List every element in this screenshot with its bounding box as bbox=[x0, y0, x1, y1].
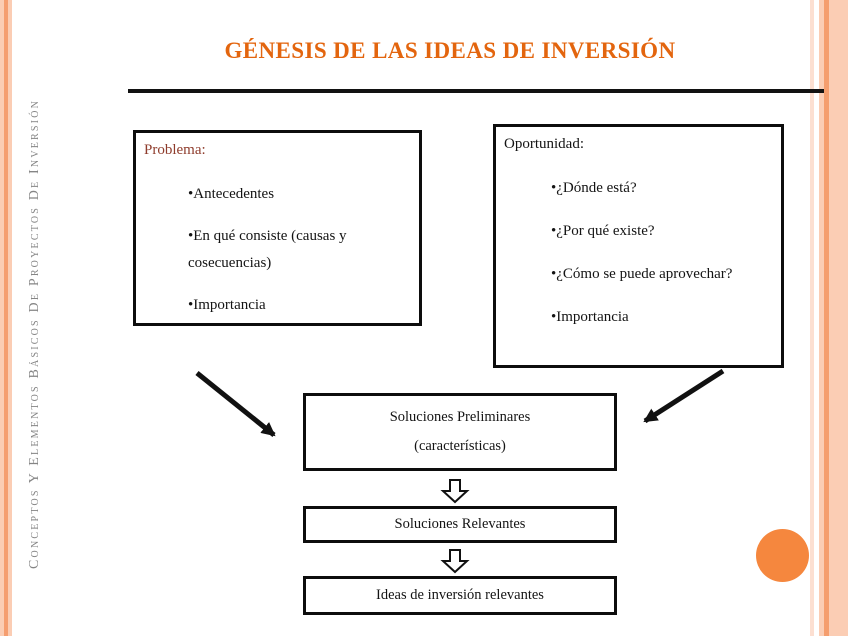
problema-box-label: Problema: bbox=[144, 142, 206, 158]
oportunidad-box: Oportunidad: •¿Dónde está? •¿Por qué exi… bbox=[493, 124, 784, 368]
right-edge-stripe-accent bbox=[824, 0, 829, 636]
slide-title: GÉNESIS DE LAS IDEAS DE INVERSIÓN bbox=[224, 38, 676, 63]
problema-box: Problema: •Antecedentes •En qué consiste… bbox=[133, 130, 422, 326]
oportunidad-bullet-list: •¿Dónde está? •¿Por qué existe? •¿Cómo s… bbox=[551, 175, 777, 347]
problema-bullet-list: •Antecedentes •En qué consiste (causas y… bbox=[188, 181, 413, 334]
problema-to-preliminares-arrow bbox=[195, 371, 276, 437]
soluciones-relevantes-box: Soluciones Relevantes bbox=[303, 506, 617, 543]
decorative-orange-circle bbox=[756, 529, 809, 582]
problema-bullet: •Antecedentes bbox=[188, 186, 275, 202]
oportunidad-bullet: •¿Por qué existe? bbox=[551, 223, 655, 239]
ideas-relevantes-box: Ideas de inversión relevantes bbox=[303, 576, 617, 615]
oportunidad-bullet: •Importancia bbox=[551, 309, 629, 325]
sidebar-vertical-caption: Conceptos Y Elementos Básicos De Proyect… bbox=[27, 98, 42, 569]
soluciones-preliminares-line2: (características) bbox=[414, 438, 506, 455]
title-underline-rule bbox=[128, 89, 824, 93]
oportunidad-bullet: •¿Dónde está? bbox=[551, 180, 637, 196]
problema-bullet: •En qué consiste (causas y cosecuencias) bbox=[188, 228, 347, 271]
left-edge-stripe-accent bbox=[4, 0, 8, 636]
right-edge-stripe-thin bbox=[810, 0, 814, 636]
right-edge-stripe-band bbox=[819, 0, 848, 636]
oportunidad-bullet: •¿Cómo se puede aprovechar? bbox=[551, 266, 733, 282]
soluciones-preliminares-line1: Soluciones Preliminares bbox=[389, 408, 531, 425]
ideas-relevantes-label: Ideas de inversión relevantes bbox=[376, 587, 544, 603]
soluciones-relevantes-label: Soluciones Relevantes bbox=[394, 516, 526, 532]
down-block-arrow-icon bbox=[440, 479, 470, 504]
oportunidad-to-preliminares-arrow bbox=[643, 368, 725, 424]
left-edge-stripe bbox=[0, 0, 12, 636]
oportunidad-box-label: Oportunidad: bbox=[504, 136, 584, 152]
down-block-arrow-icon bbox=[440, 549, 470, 574]
problema-bullet: •Importancia bbox=[188, 297, 266, 313]
soluciones-preliminares-box: Soluciones Preliminares (características… bbox=[303, 393, 617, 471]
